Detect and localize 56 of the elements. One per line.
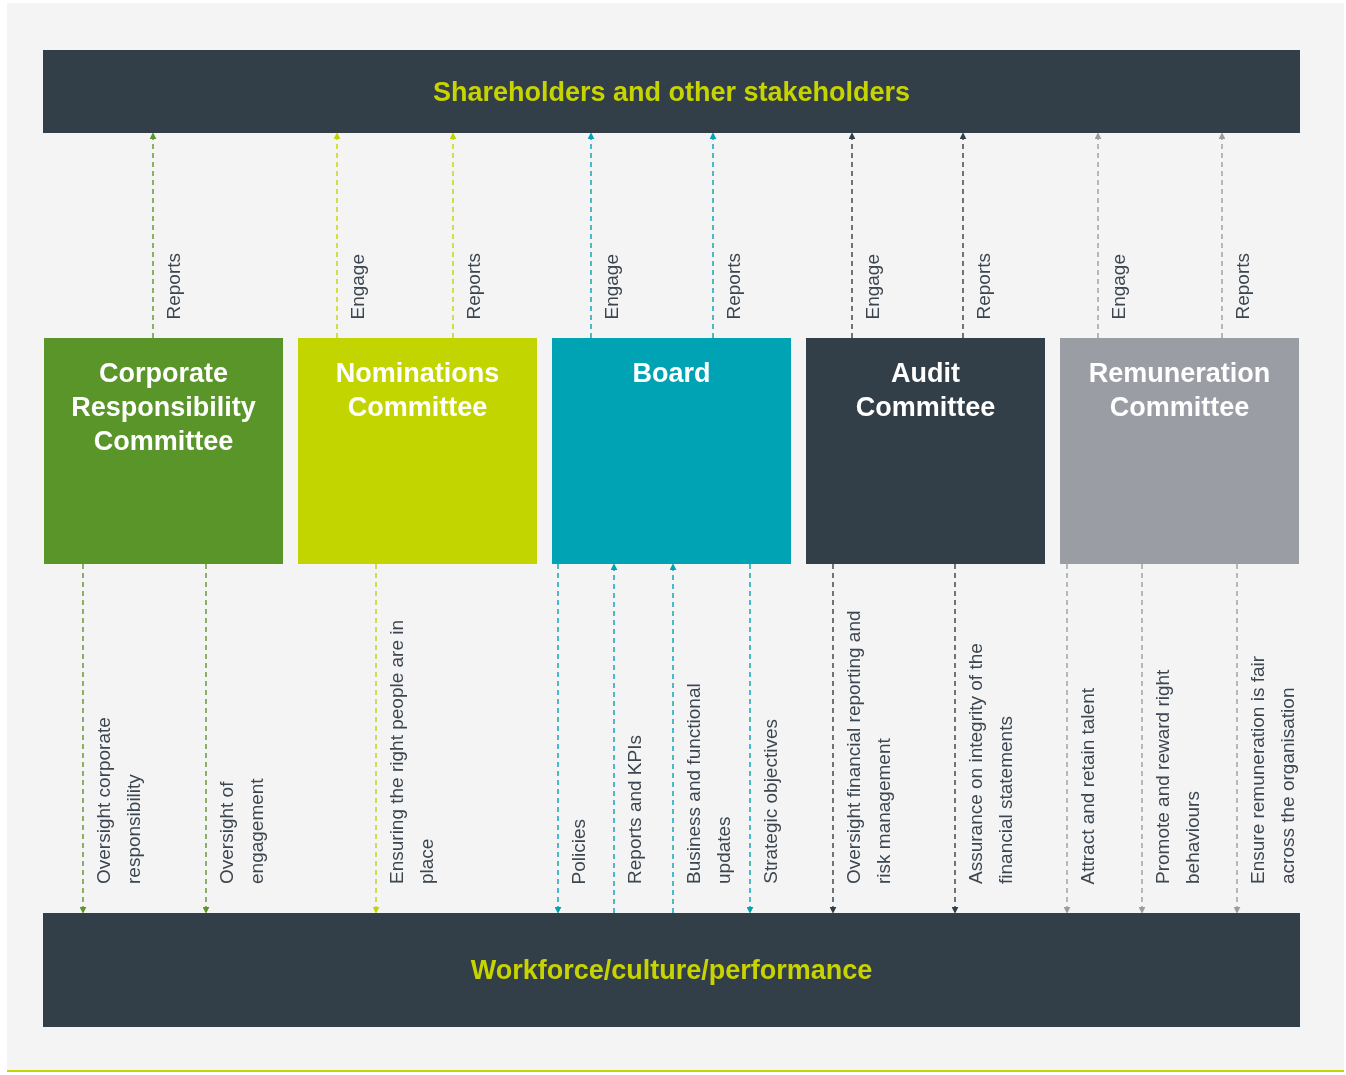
committee-box: [806, 338, 1045, 564]
edge-label: Oversight corporate responsibility: [92, 716, 145, 884]
dashed-arrow: [372, 563, 380, 914]
edge-label: Engage: [600, 254, 623, 320]
dashed-arrow: [1233, 563, 1241, 914]
edge-label: Engage: [346, 254, 369, 320]
edge-label: Ensuring the right people are in place: [385, 619, 438, 884]
edge-label: Reports: [972, 253, 995, 320]
stakeholder-band: [43, 913, 1300, 1027]
band-title: Shareholders and other stakeholders: [432, 75, 911, 109]
edge-label: Reports: [1231, 253, 1254, 320]
dashed-arrow: [951, 563, 959, 914]
dashed-arrow: [554, 563, 562, 914]
dashed-arrow: [587, 132, 595, 339]
dashed-arrow: [79, 563, 87, 914]
committee-title: Audit Committee: [854, 357, 997, 424]
dashed-arrow: [1063, 563, 1071, 914]
committee-title: Nominations Committee: [334, 357, 501, 424]
edge-label: Reports: [162, 253, 185, 320]
dashed-arrow: [1138, 563, 1146, 914]
dashed-arrow: [848, 132, 856, 339]
dashed-arrow: [449, 132, 457, 339]
dashed-arrow: [149, 132, 157, 339]
edge-label: Policies: [567, 818, 590, 884]
edge-label: Reports and KPIs: [623, 735, 646, 884]
edge-label: Reports: [722, 253, 745, 320]
dashed-arrow: [333, 132, 341, 339]
stakeholder-band: [43, 50, 1300, 133]
dashed-arrow: [829, 563, 837, 914]
edge-label: Engage: [861, 254, 884, 320]
edge-label: Reports: [462, 253, 485, 320]
dashed-arrow: [1094, 132, 1102, 339]
dashed-arrow: [610, 563, 618, 914]
dashed-arrow: [669, 563, 677, 914]
edge-label: Engage: [1107, 254, 1130, 320]
dashed-arrow: [1218, 132, 1226, 339]
edge-label: Assurance on integrity of the financial statements: [964, 642, 1017, 884]
edge-label: Oversight of engagement: [215, 777, 268, 884]
edge-label: Oversight financial reporting and risk management: [842, 609, 895, 884]
edge-label: Business and functional updates: [682, 682, 735, 884]
committee-box: [44, 338, 283, 564]
committee-box: [552, 338, 791, 564]
edge-label: Ensure remuneration is fair across the organisation: [1246, 654, 1299, 884]
committee-title: Remuneration Committee: [1087, 357, 1272, 424]
dashed-arrow: [746, 563, 754, 914]
committee-box: [298, 338, 537, 564]
band-title: Workforce/culture/performance: [470, 954, 873, 987]
committee-title: Corporate Responsibility Committee: [70, 357, 257, 458]
dashed-arrow: [202, 563, 210, 914]
committee-title: Board: [632, 357, 711, 390]
dashed-arrow: [709, 132, 717, 339]
committee-box: [1060, 338, 1299, 564]
edge-label: Strategic objectives: [759, 719, 782, 884]
dashed-arrow: [959, 132, 967, 339]
edge-label: Promote and reward right behaviours: [1151, 669, 1204, 884]
edge-label: Attract and retain talent: [1076, 687, 1099, 884]
